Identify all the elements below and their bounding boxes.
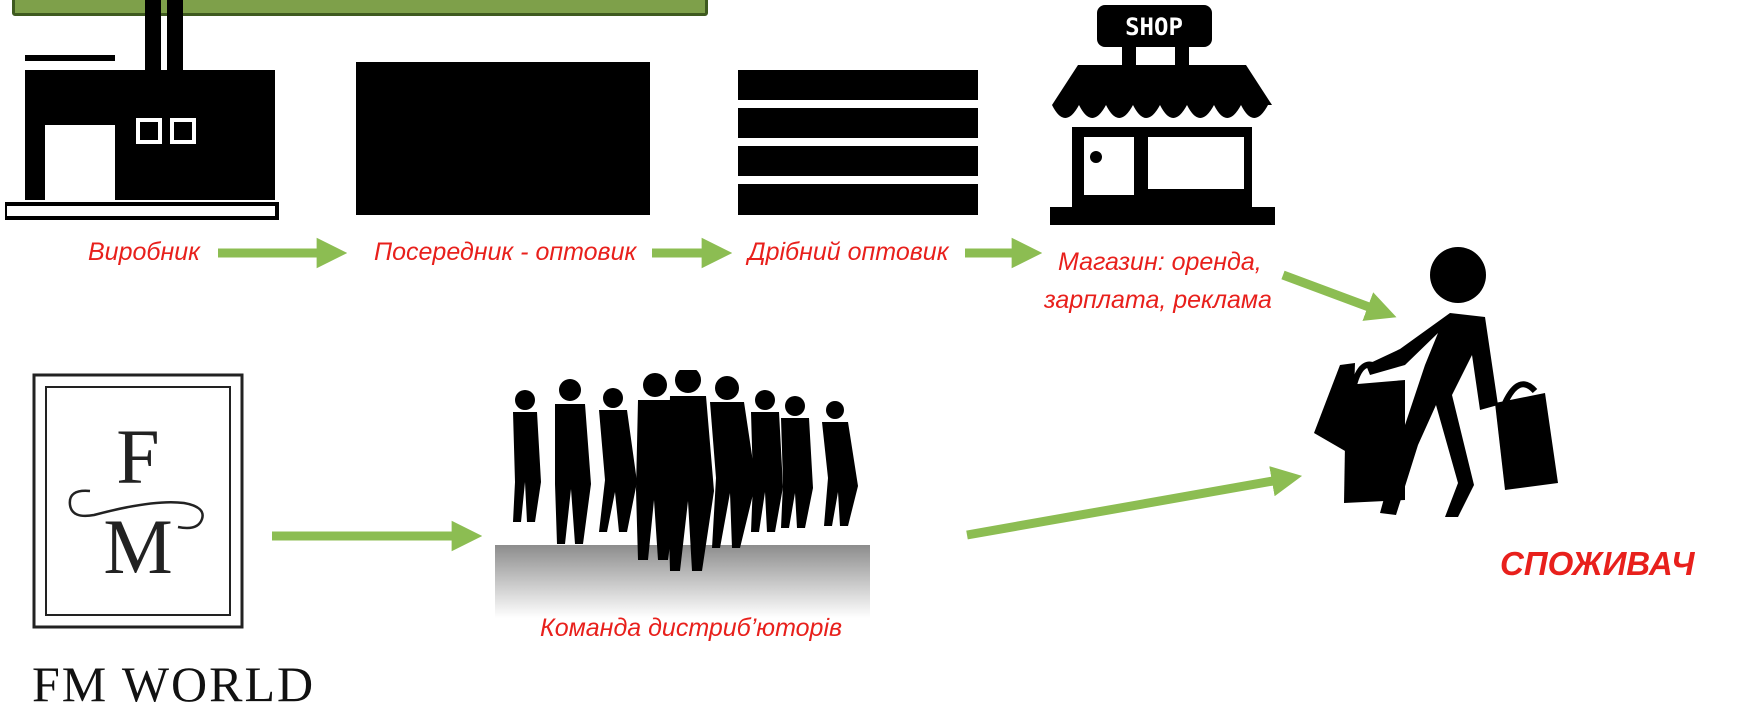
header-bar <box>12 0 708 16</box>
shop-label-line2: зарплата, реклама <box>1044 286 1272 314</box>
fm-logo-icon: F M <box>32 373 244 629</box>
factory-icon <box>5 0 279 220</box>
shop-sign-text: SHOP <box>1125 13 1183 41</box>
small-wholesaler-label: Дрібний оптовик <box>748 238 949 266</box>
arrow-team-to-consumer <box>966 466 1303 540</box>
crowd-silhouette-icon <box>495 370 870 618</box>
shop-label-line1: Магазин: оренда, <box>1058 248 1262 276</box>
producer-label: Виробник <box>88 238 200 266</box>
team-label: Команда дистриб’юторів <box>540 614 843 642</box>
fm-monogram-bottom: M <box>103 503 172 590</box>
fm-monogram-top: F <box>116 413 159 500</box>
shopper-icon <box>1314 247 1558 517</box>
warehouse-block-icon <box>356 62 650 215</box>
stacked-bars-icon <box>738 70 978 215</box>
consumer-label: СПОЖИВАЧ <box>1500 545 1695 582</box>
intermediary-label: Посередник - оптовик <box>374 238 637 266</box>
shop-icon: SHOP <box>1050 5 1275 225</box>
fm-wordmark: FM WORLD <box>32 656 316 712</box>
arrow-shop-to-consumer <box>1281 270 1397 321</box>
